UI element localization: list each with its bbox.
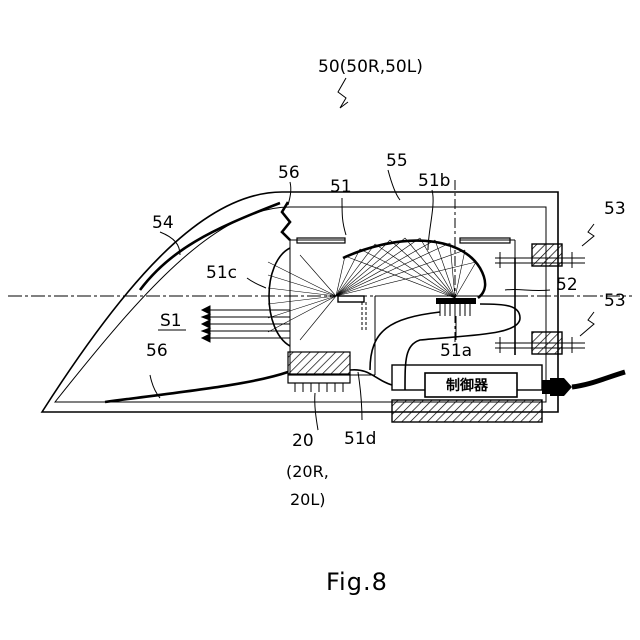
label-51: 51 [330,177,352,197]
light-rays [268,238,476,340]
extension-56-bottom [105,372,288,402]
label-51d: 51d [344,429,376,449]
label-20-sub2: 20L) [290,490,326,509]
label-20-sub1: (20R, [286,462,329,481]
shade-51d [338,296,364,302]
extension-56-top [282,202,290,240]
label-51c: 51c [206,263,237,283]
ref-53-bottom-arrow [580,312,594,336]
label-assembly-50: 50(50R,50L) [318,57,423,77]
label-s1: S1 [160,311,182,331]
aiming-screw-53-bottom [495,332,585,354]
label-54: 54 [152,213,174,233]
heat-sink-20 [288,352,350,392]
label-controller: 制御器 [446,377,489,394]
connector-plug [542,372,625,396]
label-51a: 51a [440,341,472,361]
label-20: 20 [292,431,314,451]
label-55: 55 [386,151,408,171]
beam-s1-arrows [202,306,290,342]
label-51b: 51b [418,171,450,191]
label-52: 52 [556,275,578,295]
aiming-screw-53-top [495,244,585,268]
ref-53-top-arrow [582,224,594,246]
label-56-top: 56 [278,163,300,183]
label-56-bottom: 56 [146,341,168,361]
light-source-51a [436,298,476,316]
figure-caption: Fig.8 [326,568,388,596]
label-53-bottom: 53 [604,291,626,311]
label-53-top: 53 [604,199,626,219]
assembly-indicator-arrow [338,78,348,108]
